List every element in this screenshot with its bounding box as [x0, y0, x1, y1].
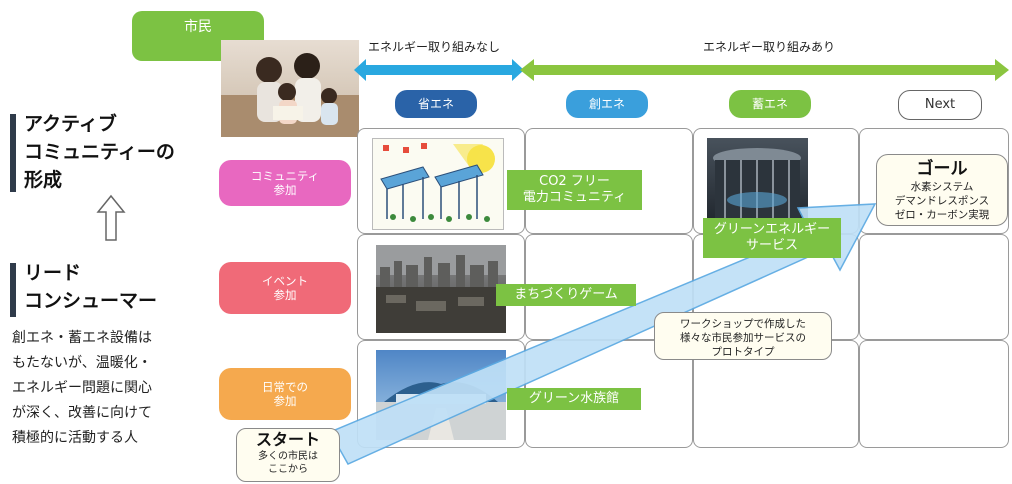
- green-energy-service-label: グリーンエネルギー サービス: [703, 218, 841, 258]
- up-arrow-icon: [96, 194, 126, 241]
- row-header-event: イベント 参加: [219, 262, 351, 314]
- goal-box: ゴール 水素システム デマンドレスポンス ゼロ・カーボン実現: [876, 154, 1008, 226]
- lead-heading-bar: [10, 263, 16, 317]
- grid-cell: [859, 234, 1009, 340]
- family-photo: [221, 40, 359, 137]
- green-energy-photo: [707, 138, 808, 228]
- town-game-label: まちづくりゲーム: [496, 284, 636, 306]
- goal-title: ゴール: [916, 159, 968, 179]
- grid-cell: [859, 340, 1009, 448]
- column-header-next: Next: [898, 90, 982, 120]
- effort-label: エネルギー取り組みあり: [703, 40, 836, 54]
- column-header-store-energy: 蓄エネ: [729, 90, 811, 118]
- lead-consumer-description: 創エネ・蓄エネ設備は もたないが、温暖化・ エネルギー問題に関心 が深く、改善に…: [12, 330, 152, 446]
- start-details: 多くの市民は ここから: [258, 451, 318, 475]
- column-header-create-energy: 創エネ: [566, 90, 648, 118]
- co2-free-community-label: CO2 フリー 電力コミュニティ: [507, 170, 642, 210]
- goal-details: 水素システム デマンドレスポンス ゼロ・カーボン実現: [894, 181, 990, 221]
- column-header-save-energy: 省エネ: [395, 90, 477, 118]
- green-aquarium-label: グリーン水族館: [507, 388, 641, 410]
- solar-illustration: [372, 138, 504, 230]
- no-effort-arrow: [354, 59, 524, 81]
- active-heading-bar: [10, 114, 16, 192]
- row-header-daily: 日常での 参加: [219, 368, 351, 420]
- active-community-heading: アクティブ コミュニティーの 形成: [24, 113, 175, 191]
- energy-arrows: [354, 59, 1009, 81]
- workshop-note: ワークショップで作成した 様々な市民参加サービスの プロトタイプ: [654, 312, 832, 360]
- row-header-community: コミュニティ 参加: [219, 160, 351, 206]
- lead-consumer-heading: リード コンシューマー: [24, 262, 158, 312]
- start-box: スタート 多くの市民は ここから: [236, 428, 340, 482]
- town-photo: [376, 245, 506, 333]
- citizen-label: 市民: [132, 11, 264, 61]
- start-title: スタート: [255, 430, 320, 449]
- no-effort-label: エネルギー取り組みなし: [368, 40, 501, 54]
- effort-arrow: [520, 59, 1009, 81]
